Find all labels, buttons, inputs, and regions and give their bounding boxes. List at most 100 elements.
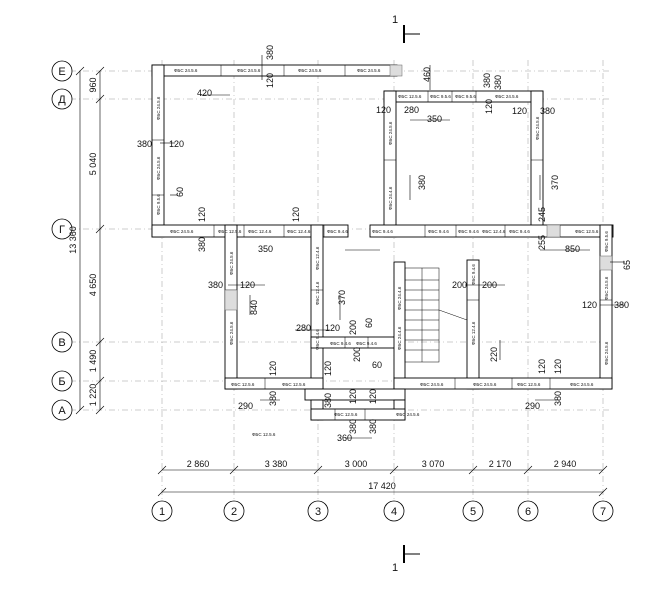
section-mark-bottom: 1 — [392, 545, 420, 574]
dim-120-m2: 120 — [325, 323, 340, 333]
block-label: ФБС 24.4.6 — [397, 326, 402, 350]
dim-120-left: 120 — [169, 139, 184, 149]
column-axis-labels: 1 2 3 4 5 6 7 — [159, 506, 606, 518]
axis-label-2: 2 — [231, 506, 237, 518]
dim-200-c: 200 — [452, 280, 467, 290]
block-label: ФБС 12.5.6 — [252, 432, 276, 437]
block-label: ФБС 9.4.6 — [471, 264, 476, 285]
dim-120-b2: 120 — [537, 359, 547, 374]
row-dimension-chain — [75, 66, 105, 415]
dim-370: 370 — [550, 175, 560, 190]
col-dim-3380: 3 380 — [265, 459, 288, 469]
axis-label-1: 1 — [159, 506, 165, 518]
axis-label-4: 4 — [391, 506, 397, 518]
col-dim-2940: 2 940 — [554, 459, 577, 469]
internal-dimension-ticks — [160, 55, 625, 439]
dim-60: 60 — [175, 187, 185, 197]
dim-120-c: 120 — [512, 106, 527, 116]
dim-top-380-right: 380 — [482, 73, 492, 88]
dim-350-top: 350 — [427, 114, 442, 124]
block-label: ФБС 12.4.6 — [482, 229, 506, 234]
axis-label-7: 7 — [600, 506, 606, 518]
dim-right-380: 380 — [493, 75, 503, 90]
dim-220: 220 — [489, 347, 499, 362]
dim-120-b3: 120 — [268, 361, 278, 376]
block-joints — [152, 65, 612, 420]
block-label: ФБС 9.4.6 — [509, 229, 530, 234]
block-label: ФБС 24.5.6 — [298, 68, 322, 73]
axis-label-5: 5 — [470, 506, 476, 518]
block-label: ФБС 24.5.6 — [396, 412, 420, 417]
block-label: ФБС 12.4.6 — [248, 229, 272, 234]
dim-840: 840 — [249, 300, 259, 315]
dim-370-m: 370 — [337, 290, 347, 305]
dim-200-a: 200 — [348, 320, 358, 335]
row-dim-960: 960 — [88, 77, 98, 92]
dim-200-d: 200 — [482, 280, 497, 290]
dim-120-b: 120 — [484, 99, 494, 114]
dim-120-b7: 120 — [323, 361, 333, 376]
dim-65: 65 — [622, 260, 632, 270]
block-label: ФБС 24.5.6 — [604, 341, 609, 365]
block-label: ФБС 24.5.6 — [174, 68, 198, 73]
row-dimension-labels: 960 5 040 4 650 1 490 1 220 13 360 — [68, 77, 98, 406]
internal-dimension-labels: 380 120 460 380 420 380 120 280 120 350 … — [137, 45, 632, 443]
block-label: ФБС 12.5.6 — [398, 94, 422, 99]
dim-245: 245 — [537, 207, 547, 222]
row-axis-bubbles — [51, 60, 73, 421]
dim-top-120: 120 — [265, 73, 275, 88]
row-dim-4650: 4 650 — [88, 274, 98, 297]
axis-label-g: Г — [59, 224, 65, 236]
axis-label-e: Е — [58, 66, 65, 78]
col-dim-2860: 2 860 — [187, 459, 210, 469]
block-label: ФБС 9.4.6 — [356, 341, 377, 346]
block-label: ФБС 24.5.6 — [156, 96, 161, 120]
col-dim-3000: 3 000 — [345, 459, 368, 469]
col-dim-3070: 3 070 — [422, 459, 445, 469]
block-label: ФБС 9.4.6 — [428, 229, 449, 234]
block-label: ФБС 9.4.6 — [330, 341, 351, 346]
block-label: ФБС 12.5.6 — [231, 382, 255, 387]
axis-label-d: Д — [58, 94, 66, 106]
block-label: ФБС 24.5.6 — [229, 321, 234, 345]
block-labels: ФБС 24.5.6 ФБС 24.5.6 ФБС 24.5.6 ФБС 24.… — [156, 68, 609, 437]
section-mark-top: 1 — [392, 14, 420, 43]
block-label: ФБС 24.5.6 — [420, 382, 444, 387]
block-label: ФБС 9.5.6 — [430, 94, 451, 99]
col-dim-2170: 2 170 — [489, 459, 512, 469]
axis-label-3: 3 — [315, 506, 321, 518]
col-dim-total: 17 420 — [368, 481, 396, 491]
dim-380-b5: 380 — [348, 419, 358, 434]
block-label: ФБС 12.5.6 — [517, 382, 541, 387]
dim-120-m: 120 — [240, 280, 255, 290]
dim-380-b2: 380 — [323, 393, 333, 408]
dim-380-mid: 380 — [417, 175, 427, 190]
dim-380-b3: 380 — [368, 419, 378, 434]
dim-290-r: 290 — [525, 401, 540, 411]
row-dim-5040: 5 040 — [88, 153, 98, 176]
dim-360: 360 — [337, 433, 352, 443]
block-label: ФБС 24.5.6 — [156, 156, 161, 180]
column-axis-bubbles — [151, 500, 614, 522]
dim-380-top-right: 380 — [540, 106, 555, 116]
axis-label-v: В — [58, 337, 65, 349]
block-label: ФБС 9.5.6 — [156, 194, 161, 215]
dim-850: 850 — [565, 244, 580, 254]
dim-380-b1: 380 — [268, 391, 278, 406]
row-dim-1490: 1 490 — [88, 350, 98, 373]
dim-200-b: 200 — [352, 347, 362, 362]
dim-380-g: 380 — [197, 237, 207, 252]
block-label: ФБС 9.4.6 — [315, 329, 320, 350]
row-axis-labels: Е Д Г В Б А — [58, 66, 66, 417]
dim-120-b6: 120 — [553, 359, 563, 374]
block-label: ФБС 24.5.6 — [237, 68, 261, 73]
block-label: ФБС 12.4.6 — [315, 246, 320, 270]
block-label: ФБС 9.5.6 — [604, 231, 609, 252]
dim-290-l: 290 — [238, 401, 253, 411]
block-label: ФБС 24.5.6 — [170, 229, 194, 234]
block-label: ФБС 12.5.6 — [218, 229, 242, 234]
block-label: ФБС 24.5.6 — [388, 121, 393, 145]
block-label: ФБС 24.4.6 — [388, 186, 393, 210]
dim-120-r: 120 — [582, 300, 597, 310]
